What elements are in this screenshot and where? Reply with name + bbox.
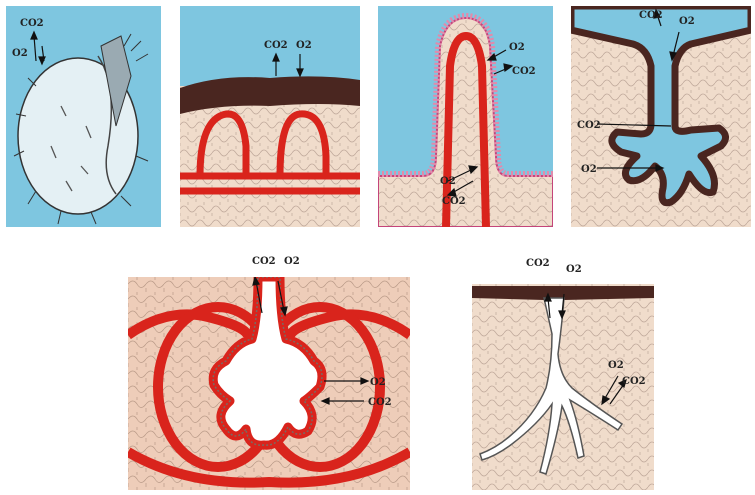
panel-tracheal-top-labels: CO2 O2: [520, 252, 600, 282]
panel-skin: CO2 O2: [180, 6, 360, 227]
label-co2-top: CO2: [639, 10, 663, 21]
label-co2: CO2: [512, 66, 536, 77]
label-o2: O2: [12, 48, 28, 59]
label-co2-side: CO2: [622, 376, 646, 387]
label-o2-top: O2: [679, 16, 695, 27]
label-co2-side: CO2: [368, 397, 392, 408]
panel-internal-gill: CO2 O2 CO2 O2: [571, 6, 751, 227]
panel-tracheal: CO2 O2 O2 CO2: [472, 284, 654, 490]
label-co2-inner: CO2: [442, 196, 466, 207]
panel-external-gill: O2 CO2 O2 CO2: [378, 6, 553, 227]
label-o2-top-outer: O2: [284, 256, 300, 267]
panel-single-cell: CO2 O2: [6, 6, 161, 227]
label-co2-top-outer: CO2: [526, 258, 550, 269]
panel-lung-top-labels: CO2 O2: [250, 252, 330, 278]
label-o2-side: O2: [370, 377, 386, 388]
panel-lung: CO2 O2 O2 CO2: [128, 277, 410, 490]
label-o2-inner: O2: [440, 176, 456, 187]
label-o2-side: O2: [581, 164, 597, 175]
label-o2: O2: [296, 40, 312, 51]
label-o2: O2: [509, 42, 525, 53]
label-co2: CO2: [264, 40, 288, 51]
label-o2-side: O2: [608, 360, 624, 371]
label-co2-side: CO2: [577, 120, 601, 131]
label-o2-top-outer: O2: [566, 264, 582, 275]
label-co2: CO2: [20, 18, 44, 29]
label-co2-top-outer: CO2: [252, 256, 276, 267]
